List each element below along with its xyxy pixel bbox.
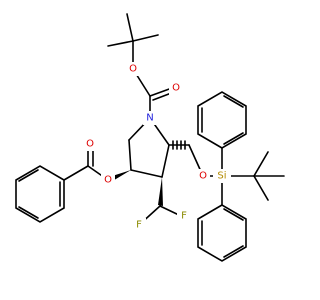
oxygen-atom-label: O	[104, 175, 112, 186]
bond	[15, 165, 65, 223]
oxygen-atom-label: O	[172, 83, 180, 94]
label-mask	[169, 81, 183, 95]
phenyl-ring-upper	[197, 91, 247, 149]
benzene-ring-benzoyl	[15, 165, 65, 223]
atom-labels: O O N O O O Si F F	[83, 62, 231, 232]
label-mask	[196, 169, 210, 183]
bond	[223, 132, 244, 145]
tert-butyl-silyl	[253, 151, 285, 201]
nitrogen-atom-label: N	[146, 113, 153, 124]
molecule-structure-canvas: O O N O O O Si F F	[15, 13, 285, 262]
label-mask	[83, 137, 97, 151]
pyrrolidine-ring	[128, 117, 170, 178]
bond	[223, 245, 244, 258]
label-mask	[101, 173, 115, 187]
bond	[63, 165, 89, 181]
bond	[149, 87, 173, 97]
fluorine-atom-label: F	[136, 220, 142, 231]
bond	[18, 169, 39, 182]
label-mask	[143, 111, 157, 125]
wedge-bond	[158, 177, 163, 206]
label-mask	[177, 209, 191, 223]
bond	[223, 208, 244, 221]
bond	[132, 34, 159, 42]
oxygen-atom-label: O	[199, 171, 207, 182]
bond	[126, 13, 134, 42]
bond	[130, 169, 163, 178]
label-mask	[132, 218, 146, 232]
benzoate-ester	[63, 144, 131, 182]
label-mask	[213, 169, 231, 183]
bond	[197, 91, 247, 149]
silicon-atom-label: Si	[217, 171, 226, 182]
bond	[197, 204, 247, 262]
bond	[223, 95, 244, 108]
difluoromethyl	[138, 177, 182, 226]
tert-butyl-boc	[107, 13, 159, 70]
carbamate	[132, 68, 175, 119]
bond	[161, 144, 170, 178]
oxygen-atom-label: O	[86, 139, 94, 150]
bond	[128, 139, 132, 171]
label-mask	[126, 62, 140, 76]
bond	[107, 40, 134, 47]
oxygen-atom-label: O	[129, 64, 137, 75]
molecule-structure: O O N O O O Si F F	[15, 13, 285, 262]
bond	[253, 151, 269, 177]
bond	[18, 206, 39, 219]
fluorine-atom-label: F	[181, 211, 187, 222]
bond	[253, 175, 269, 201]
phenyl-ring-lower	[197, 204, 247, 262]
